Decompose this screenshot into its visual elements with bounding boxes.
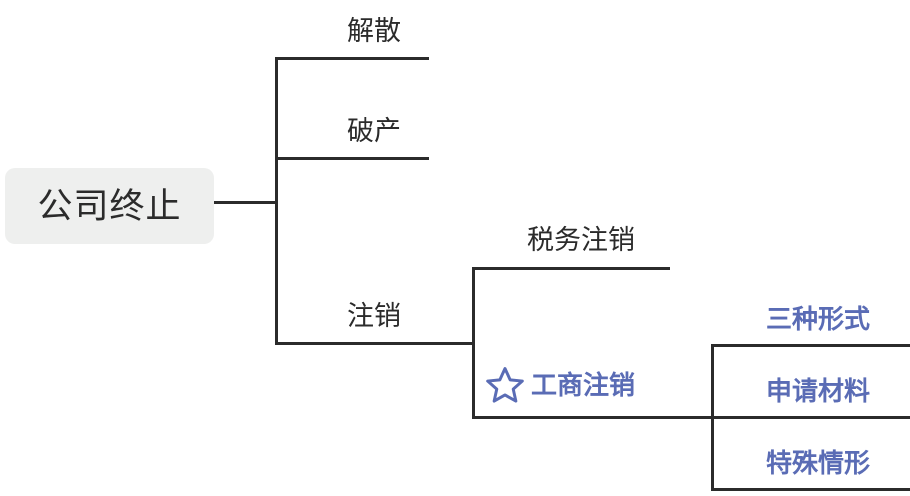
- node-label-business-deregistration: 工商注销: [531, 370, 636, 400]
- connector-branch-business-deregistration: [472, 416, 714, 419]
- connector-branch-bankruptcy: [275, 157, 429, 160]
- root-node-company-termination[interactable]: 公司终止: [5, 168, 214, 244]
- connector-branch-tax-deregistration: [472, 267, 670, 270]
- node-label-deregistration[interactable]: 注销: [347, 301, 401, 331]
- node-label-special-cases[interactable]: 特殊情形: [766, 448, 871, 478]
- connector-branch-application-materials: [711, 416, 910, 419]
- node-business-deregistration[interactable]: 工商注销: [484, 364, 635, 406]
- connector-branch-deregistration: [275, 342, 475, 345]
- node-label-application-materials[interactable]: 申请材料: [766, 376, 871, 406]
- node-label-tax-deregistration[interactable]: 税务注销: [527, 225, 635, 255]
- node-label-dissolution[interactable]: 解散: [347, 16, 401, 46]
- root-node-label: 公司终止: [37, 186, 182, 226]
- connector-branch-dissolution: [275, 57, 429, 60]
- trunk-level2-vertical: [472, 267, 475, 419]
- node-label-three-forms[interactable]: 三种形式: [766, 304, 871, 334]
- trunk-level1-vertical: [275, 57, 278, 345]
- connector-branch-special-cases: [711, 488, 910, 491]
- connector-root-to-trunk1: [214, 201, 278, 204]
- connector-branch-three-forms: [711, 344, 910, 347]
- node-label-bankruptcy[interactable]: 破产: [347, 116, 401, 146]
- star-outline-icon: [486, 367, 524, 403]
